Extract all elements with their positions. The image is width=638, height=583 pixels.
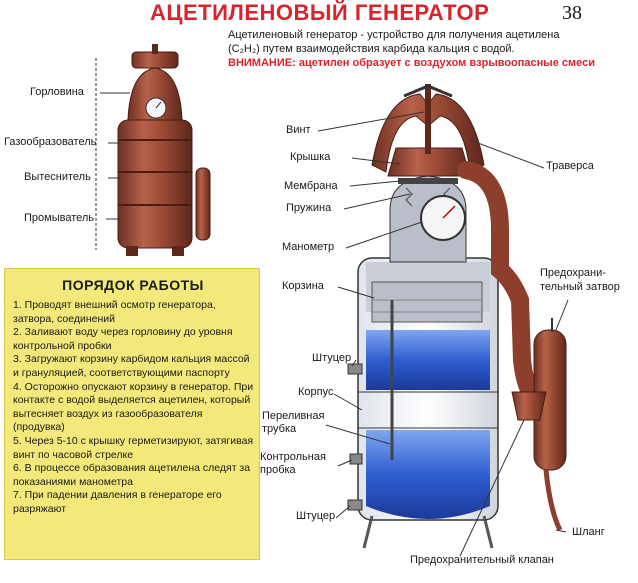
label-fitting-bottom: Штуцер: [296, 510, 335, 522]
section-legs: [364, 516, 492, 548]
exterior-leg-1: [126, 246, 138, 256]
section-upper-water: [366, 330, 490, 390]
section-fitting-top: [348, 364, 362, 374]
label-manometer: Манометр: [282, 241, 334, 253]
label-fitting-top: Штуцер: [312, 352, 351, 364]
leader-safety-seal: [556, 300, 568, 330]
label-relief-valve: Предохранительный клапан: [410, 554, 554, 566]
procedure-step: 7. При падении давления в генераторе его…: [13, 489, 257, 516]
procedure-step: 3. Загружают корзину карбидом кальция ма…: [13, 353, 257, 380]
section-generator: [348, 84, 566, 548]
leader-screw: [318, 112, 424, 131]
label-body: Корпус: [298, 386, 333, 398]
procedure-step: 4. Осторожно опускают корзину в генерато…: [13, 381, 257, 435]
exterior-leg-2: [172, 246, 184, 256]
label-displacer: Вытеснитель: [24, 171, 91, 183]
label-hose: Шланг: [572, 526, 605, 538]
section-basket: [372, 282, 482, 322]
procedure-title: ПОРЯДОК РАБОТЫ: [5, 277, 261, 293]
label-safety-seal-1: Предохрани-: [540, 267, 606, 279]
section-fitting-bottom: [348, 500, 362, 510]
label-gas-generator: Газообразователь: [4, 136, 96, 148]
label-control-plug-1: Контрольная: [260, 451, 326, 463]
exterior-lid: [132, 52, 178, 68]
label-neck: Горловина: [30, 86, 84, 98]
section-screw: [425, 84, 431, 154]
section-membrane: [398, 178, 458, 184]
label-control-plug-2: пробка: [260, 464, 296, 476]
section-hose: [546, 470, 560, 530]
procedure-step: 6. В процессе образования ацетилена след…: [13, 462, 257, 489]
section-relief-valve: [512, 392, 546, 420]
leader-hose: [556, 530, 566, 532]
procedure-steps: 1. Проводят внешний осмотр генератора, з…: [13, 299, 257, 517]
leader-membrane: [350, 181, 400, 186]
label-washer: Промыватель: [24, 212, 94, 224]
section-control-plug: [350, 454, 362, 464]
label-traverse: Траверса: [546, 160, 594, 172]
section-lower-water: [366, 430, 490, 519]
exterior-generator: [118, 44, 210, 256]
label-safety-seal-2: тельный затвор: [540, 281, 620, 293]
leader-fitting-bottom: [336, 506, 350, 518]
label-screw: Винт: [286, 124, 311, 136]
label-overflow-tube-2: трубка: [262, 423, 296, 435]
label-overflow-tube-1: Переливная: [262, 410, 324, 422]
procedure-step: 1. Проводят внешний осмотр генератора, з…: [13, 299, 257, 326]
procedure-step: 5. Через 5-10 с крышку герметизируют, за…: [13, 435, 257, 462]
procedure-step: 2. Заливают воду через горловину до уров…: [13, 326, 257, 353]
label-lid: Крышка: [290, 151, 330, 163]
label-basket: Корзина: [282, 280, 324, 292]
procedure-box: ПОРЯДОК РАБОТЫ 1. Проводят внешний осмот…: [4, 268, 260, 560]
label-spring: Пружина: [286, 202, 331, 214]
label-membrane: Мембрана: [284, 180, 338, 192]
exterior-screw: [152, 44, 158, 54]
exterior-safety-valve: [196, 168, 210, 240]
